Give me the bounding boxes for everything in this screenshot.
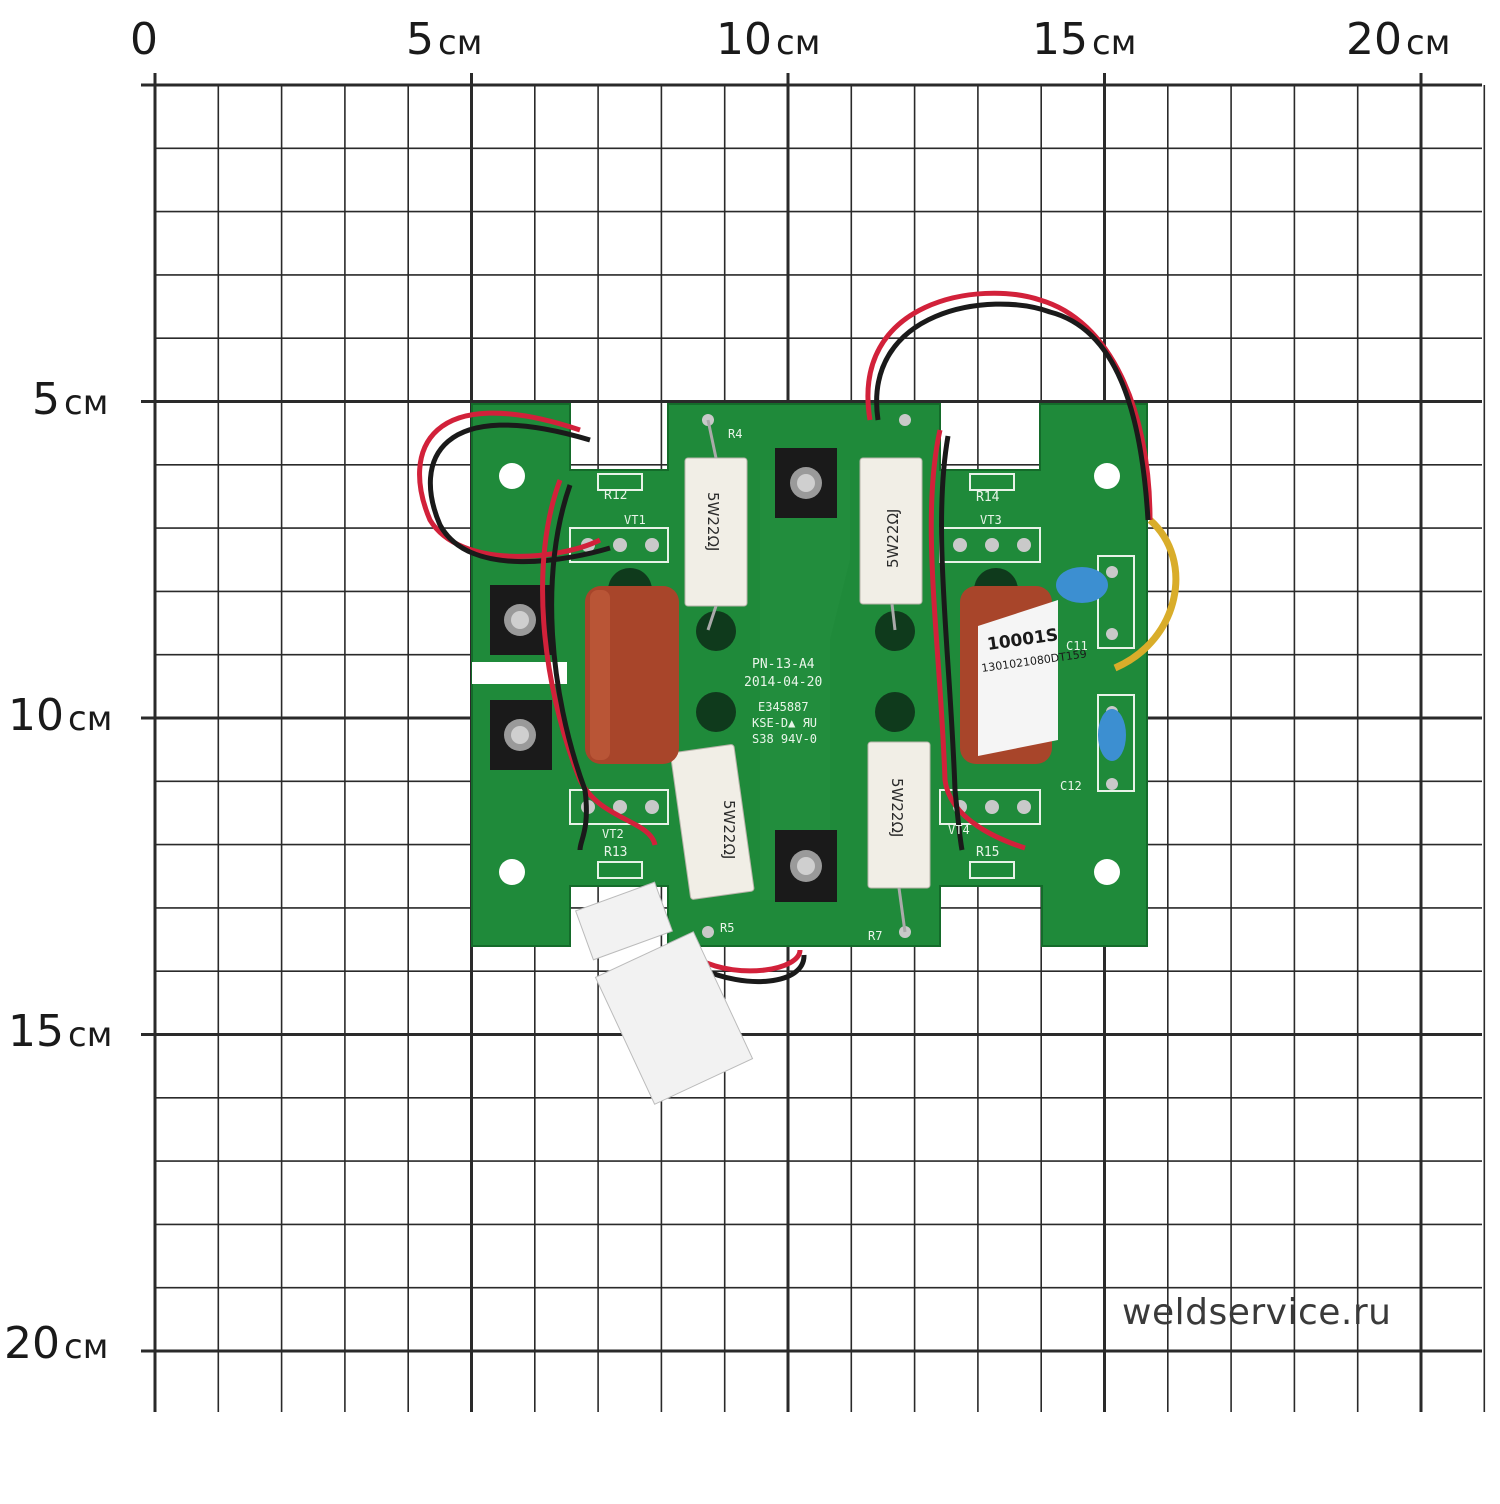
terminal-stud <box>775 448 837 518</box>
terminal-stud <box>490 700 552 770</box>
ref-r5: R5 <box>720 921 734 935</box>
ref-r14: R14 <box>976 490 1000 505</box>
ref-r12: R12 <box>604 488 627 503</box>
ref-r4: R4 <box>728 427 742 441</box>
board-code: PN-13-A4 <box>752 657 815 672</box>
resistor-marking: 5W22ΩJ <box>888 778 906 837</box>
watermark: weldservice.ru <box>1122 1292 1392 1333</box>
resistor-r7 <box>867 741 931 933</box>
resistor-marking: 5W22ΩJ <box>704 492 722 551</box>
mounting-hole <box>499 463 525 489</box>
cert-line-2: KSE-D▲ ЯU <box>752 716 817 730</box>
ref-r7: R7 <box>868 929 882 943</box>
film-capacitor <box>960 586 1058 764</box>
twisted-wire <box>417 290 1153 985</box>
ref-r13: R13 <box>604 845 627 860</box>
mounting-hole <box>1094 463 1120 489</box>
board-date: 2014-04-20 <box>744 675 822 690</box>
connector <box>574 881 754 1105</box>
ceramic-capacitor <box>1098 709 1126 761</box>
mounting-hole <box>1094 859 1120 885</box>
ref-vt4: VT4 <box>948 823 970 837</box>
ref-vt1: VT1 <box>624 513 646 527</box>
cert-line-1: E345887 <box>758 700 809 714</box>
ceramic-capacitor <box>1056 567 1108 603</box>
ref-r15: R15 <box>976 845 999 860</box>
resistor-r5 <box>670 744 755 900</box>
resistor-marking: 5W22ΩJ <box>884 509 902 568</box>
resistor-r4 <box>684 419 748 631</box>
terminal-stud <box>775 830 837 902</box>
mounting-hole <box>499 859 525 885</box>
x-axis-label: 0 <box>130 14 158 65</box>
resistor-marking: 5W22ΩJ <box>720 800 738 859</box>
film-capacitor <box>585 586 679 764</box>
ref-c11: C11 <box>1066 639 1088 653</box>
yellow-wire <box>1113 517 1180 672</box>
ref-vt3: VT3 <box>980 513 1002 527</box>
ref-vt2: VT2 <box>602 827 624 841</box>
cert-line-3: S38 94V-0 <box>752 732 817 746</box>
resistor-r6 <box>859 457 923 631</box>
ref-c12: C12 <box>1060 779 1082 793</box>
